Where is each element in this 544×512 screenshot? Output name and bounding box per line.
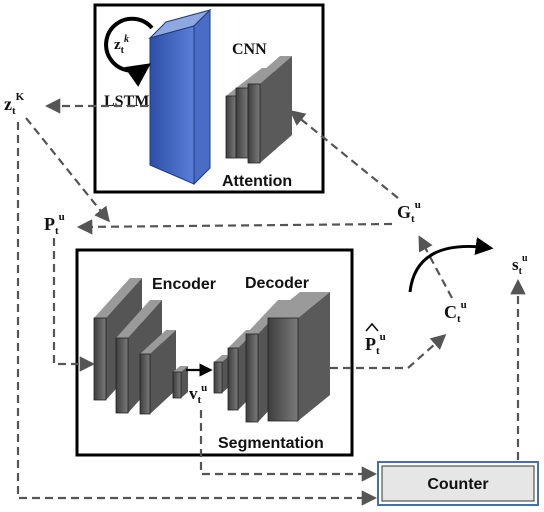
arrow-p-to-encoder: [52, 238, 96, 372]
arrow-decoder-to-c: [330, 333, 447, 370]
c-symbol: Ctu: [444, 299, 467, 325]
arrow-g-to-cnn: [289, 110, 399, 199]
encoder-blocks: [93, 278, 188, 415]
loop-arrow: [104, 16, 154, 87]
arrow-g-to-p: [76, 219, 393, 235]
phat-symbol: Ptu: [365, 322, 386, 357]
encoder-layer: [172, 366, 188, 399]
flow-arrows: [16, 98, 526, 506]
counter-block: Counter: [377, 461, 539, 506]
svg-text:Ptu: Ptu: [365, 331, 386, 357]
g-symbol: Gtu: [397, 199, 421, 225]
time-step-curve-arrow: [408, 237, 494, 293]
attention-title: Attention: [222, 173, 292, 190]
segmentation-module: Encoder Decoder: [75, 248, 354, 457]
v-symbol: vtu: [189, 382, 207, 406]
attention-module: ztk LSTM CNN Attention: [93, 3, 325, 194]
decoder-label: Decoder: [245, 275, 309, 292]
segmentation-title: Segmentation: [218, 435, 324, 452]
encoder-layer: [139, 330, 176, 415]
loop-state-label: ztk: [114, 34, 129, 56]
hat-mark: [365, 322, 379, 332]
segmentation-box: [75, 248, 354, 457]
arrow-z-to-p: [25, 117, 110, 223]
cnn-layer: [247, 56, 292, 164]
cnn-label: CNN: [232, 41, 267, 58]
attention-box: [93, 3, 325, 194]
encoder-label: Encoder: [152, 276, 216, 293]
recurrent-loop: [104, 16, 154, 87]
arrow-z-to-counter: [16, 122, 378, 506]
counter-label: Counter: [427, 476, 488, 493]
decoder-layer: [267, 292, 330, 422]
decoder-blocks: [213, 292, 330, 423]
s-symbol: stu: [512, 253, 528, 277]
p-symbol: Ptu: [44, 211, 65, 237]
lstm-label: LSTM: [104, 93, 149, 110]
lstm-block: [148, 8, 212, 186]
cnn-blocks: [225, 56, 292, 164]
z-symbol: ztK: [4, 91, 25, 117]
arrow-c-to-g: [418, 235, 453, 299]
